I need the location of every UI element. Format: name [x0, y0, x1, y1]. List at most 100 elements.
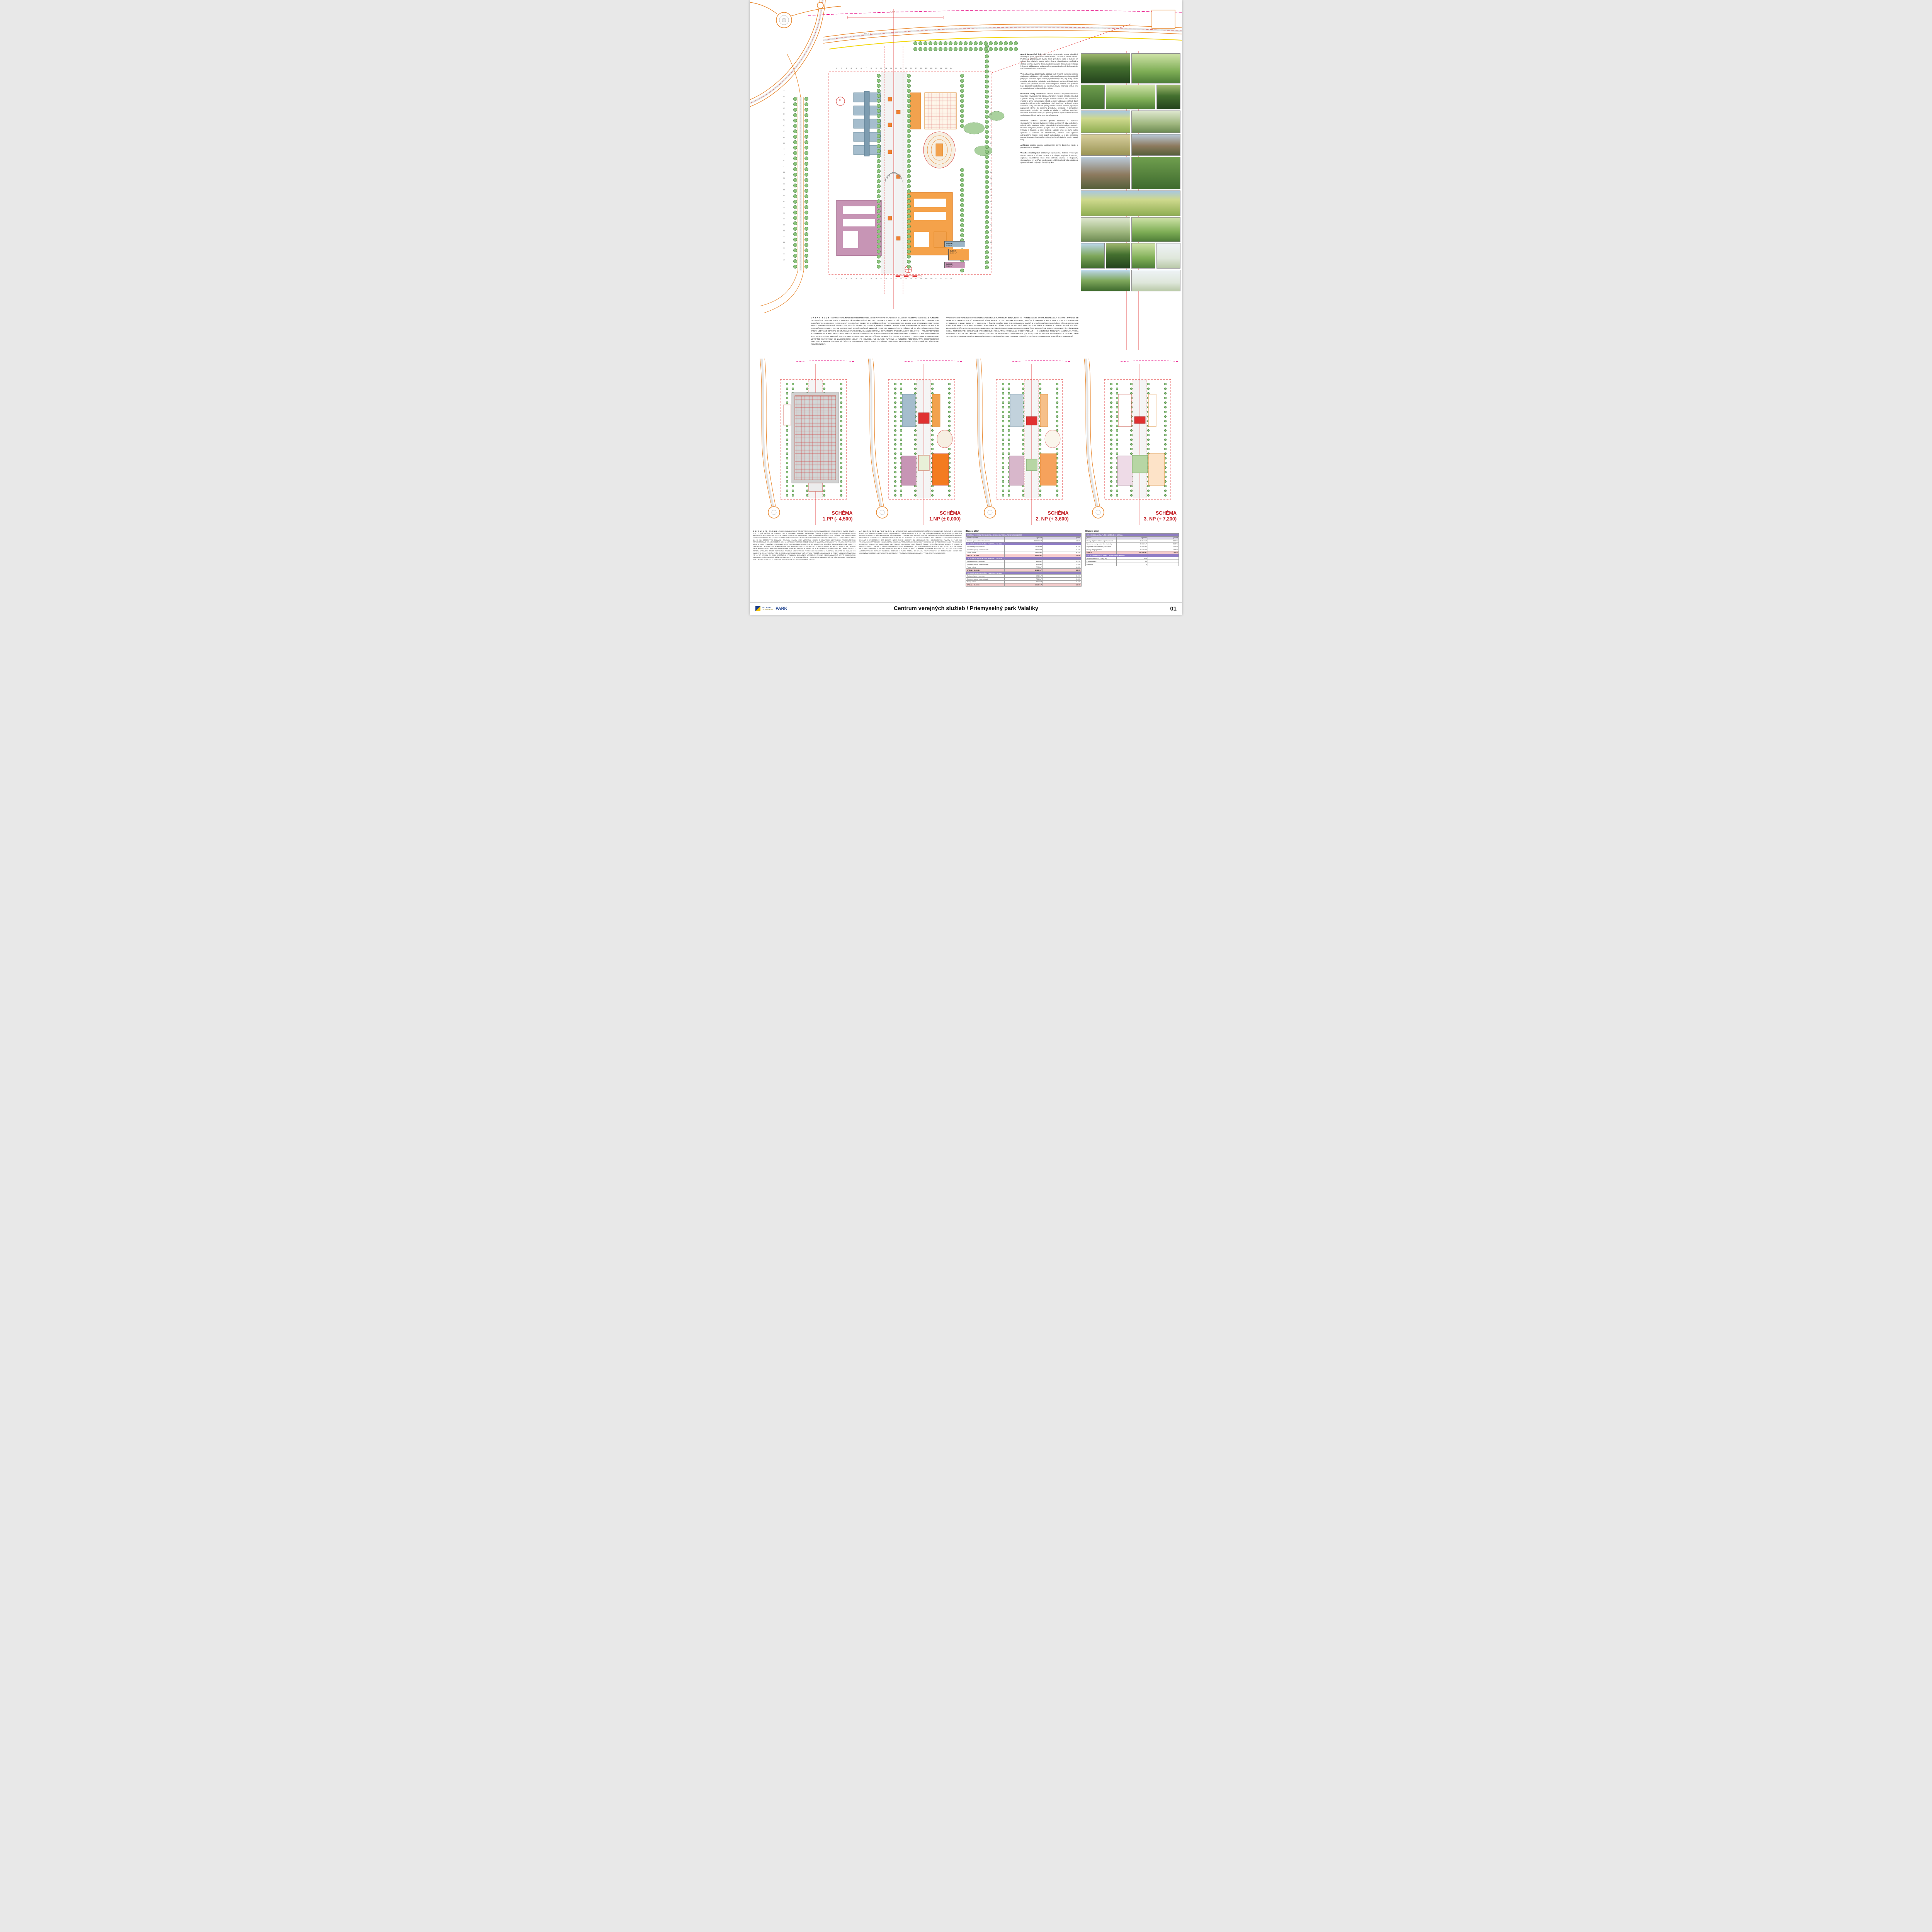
svg-text:23: 23 [945, 67, 947, 70]
svg-text:10: 10 [880, 277, 883, 280]
svg-text:6: 6 [861, 67, 862, 70]
svg-text:Y: Y [990, 253, 992, 255]
svg-text:Č: Č [990, 107, 992, 109]
svg-text:A: A [783, 90, 785, 92]
vegetation-photo [1131, 270, 1180, 291]
svg-text:P: P [783, 195, 784, 197]
svg-text:9: 9 [876, 67, 877, 70]
svg-text:U: U [783, 224, 785, 226]
svg-text:24: 24 [950, 67, 952, 70]
svg-text:Ú: Ú [990, 229, 992, 232]
svg-text:3: 3 [846, 277, 847, 280]
annotation-paragraph: Rekreačné plochy trávnikov so solitérmi … [1020, 93, 1078, 116]
svg-text:10: 10 [880, 67, 883, 70]
svg-text:5: 5 [855, 277, 857, 280]
svg-text:Z: Z [991, 259, 992, 261]
vegetation-photo [1081, 270, 1130, 291]
svg-text:B: B [990, 95, 992, 98]
svg-text:11: 11 [885, 277, 887, 280]
svg-text:17: 17 [915, 277, 918, 280]
svg-text:O: O [783, 183, 785, 185]
urbanism-right-text: VÝCHODNE OD VEREJNÉHO PRIESTORU NÁMESTIA… [946, 317, 1078, 337]
poster-title: Centrum verejných služieb / Priemyselný … [894, 605, 1038, 612]
svg-text:S: S [990, 206, 992, 209]
svg-text:P: P [990, 195, 992, 197]
svg-text:2: 2 [841, 67, 842, 70]
svg-text:G: G [990, 136, 992, 139]
svg-text:J: J [991, 154, 992, 156]
tree-rows [793, 41, 1018, 273]
svg-text:3: 3 [846, 67, 847, 70]
landscape-annotations: Hlavná kompozičná línia, pás zelene, str… [1020, 53, 1078, 167]
annotation-paragraph: Amfiteáter doplnia skupiny viackmenných … [1020, 144, 1078, 149]
annotation-paragraph: Stromová rastrová výsadba parteru námest… [1020, 119, 1078, 141]
svg-text:H: H [783, 142, 785, 145]
svg-text:7: 7 [866, 67, 867, 70]
svg-text:22: 22 [940, 67, 942, 70]
svg-text:13: 13 [895, 67, 898, 70]
svg-text:R: R [783, 201, 785, 203]
vegetation-photo [1081, 85, 1105, 109]
logo-line2: INDUSTRIAL [762, 609, 774, 611]
svg-text:F: F [784, 131, 785, 133]
svg-text:11: 11 [885, 67, 887, 70]
svg-text:W: W [990, 242, 992, 244]
svg-text:6: 6 [861, 277, 862, 280]
master-plan: 1122334455667788991010111112121313141415… [783, 9, 1018, 309]
svg-text:23: 23 [945, 277, 947, 280]
svg-text:D: D [990, 113, 992, 115]
svg-text:16: 16 [910, 67, 913, 70]
svg-text:A: A [990, 90, 992, 92]
svg-text:7: 7 [866, 277, 867, 280]
svg-text:M: M [990, 171, 992, 173]
svg-text:C: C [783, 101, 785, 104]
svg-text:19: 19 [925, 67, 927, 70]
svg-text:E: E [783, 119, 784, 121]
svg-text:8: 8 [871, 67, 872, 70]
svg-text:19: 19 [925, 277, 927, 280]
urbanism-section: U R B A N I Z M U S – CENTRÁ VEREJNÝCH S… [811, 317, 1078, 346]
schema-svg-1pp [760, 359, 855, 525]
svg-text:K: K [990, 160, 992, 162]
svg-text:K: K [783, 160, 785, 162]
svg-text:Š: Š [990, 212, 992, 214]
svg-text:U: U [990, 224, 992, 226]
vegetation-photo [1106, 85, 1155, 109]
svg-text:N: N [990, 177, 992, 180]
svg-text:N: N [783, 177, 785, 180]
schema-svg-1np [867, 359, 963, 525]
svg-text:É: É [783, 124, 784, 127]
page-number: 01 [1170, 605, 1177, 612]
svg-text:15: 15 [905, 277, 908, 280]
vegetation-photos [1081, 53, 1180, 291]
svg-text:B: B [783, 95, 784, 98]
svg-text:18: 18 [920, 67, 922, 70]
svg-text:J: J [784, 154, 785, 156]
svg-text:20: 20 [930, 67, 932, 70]
svg-text:14: 14 [900, 67, 903, 70]
vegetation-photo [1156, 85, 1180, 109]
vegetation-photo [1106, 243, 1130, 269]
svg-text:Š: Š [783, 212, 784, 214]
svg-text:22: 22 [940, 277, 942, 280]
svg-text:2: 2 [841, 277, 842, 280]
